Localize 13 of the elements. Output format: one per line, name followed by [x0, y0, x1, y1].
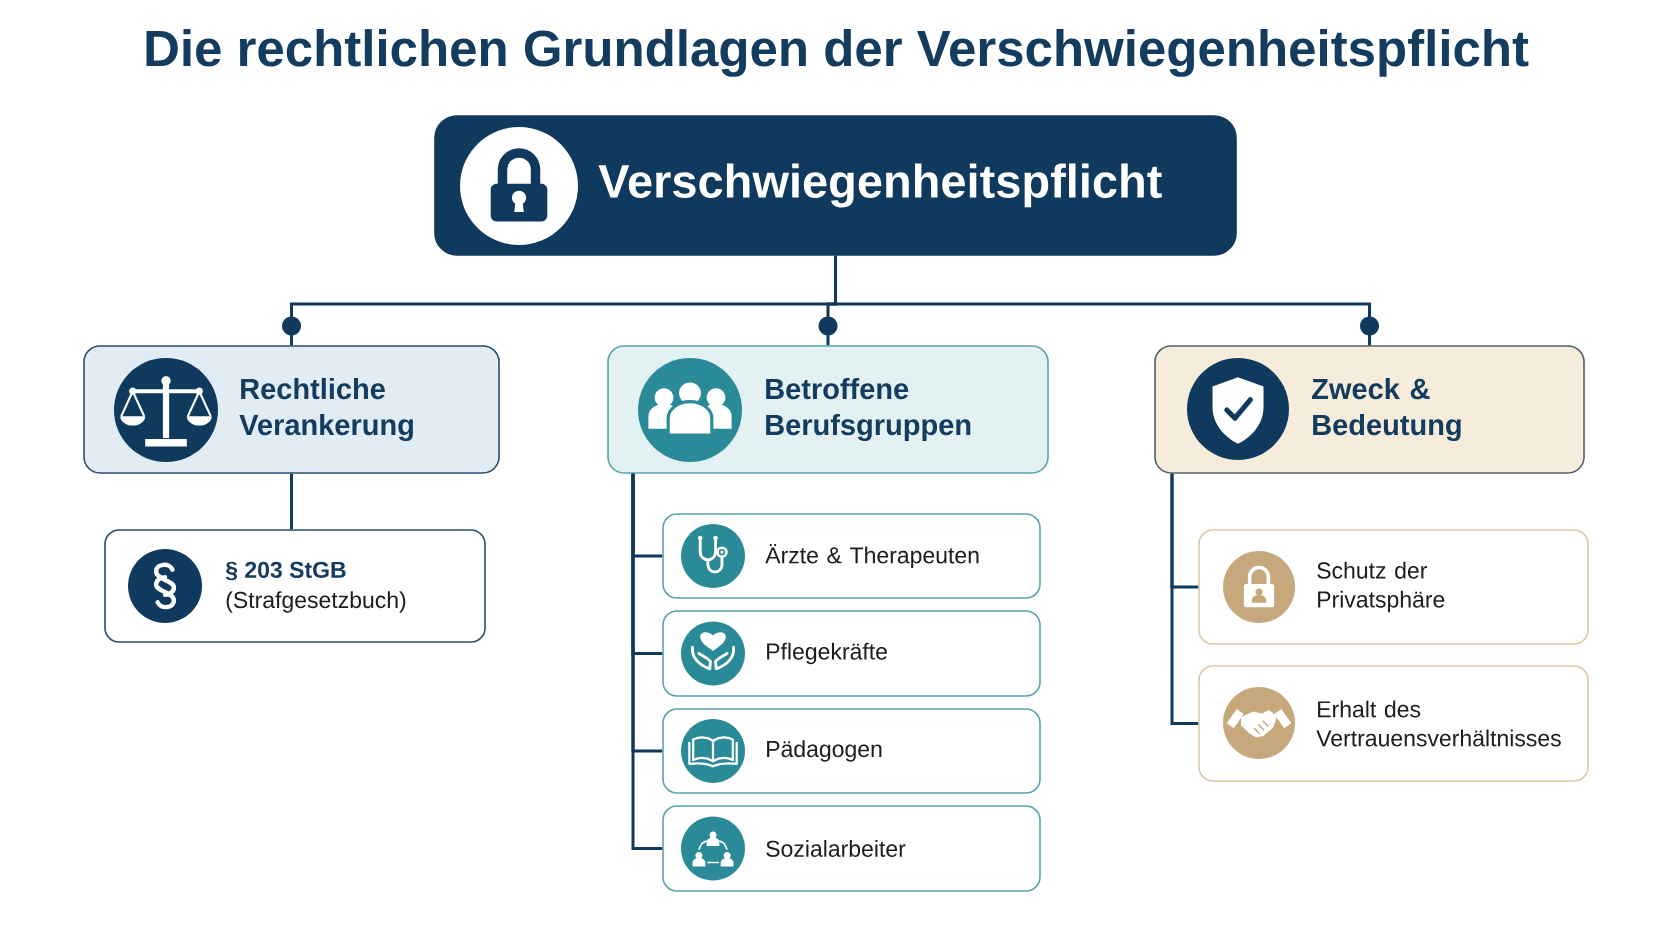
connector-line — [834, 255, 1371, 346]
item-box: Pflegekräfte — [662, 610, 1041, 697]
item-box: § 203 StGB (Strafgesetzbuch) — [104, 529, 486, 643]
connector-line — [290, 473, 293, 530]
header-box: Verschwiegenheitspflicht — [434, 115, 1237, 256]
item-box: Pädagogen — [662, 708, 1041, 794]
item-box: Erhalt des Vertrauensverhältnisses — [1198, 665, 1589, 782]
connector-line — [631, 473, 663, 850]
connector-line — [1170, 473, 1199, 725]
item-box: Sozialarbeiter — [662, 805, 1041, 892]
title: Die rechtlichen Grundlagen der Verschwiegenheitspflicht — [146, 29, 1529, 77]
item-box: Ärzte & Therapeuten — [662, 513, 1041, 599]
item-box: Schutz der Privatsphäre — [1198, 529, 1589, 645]
